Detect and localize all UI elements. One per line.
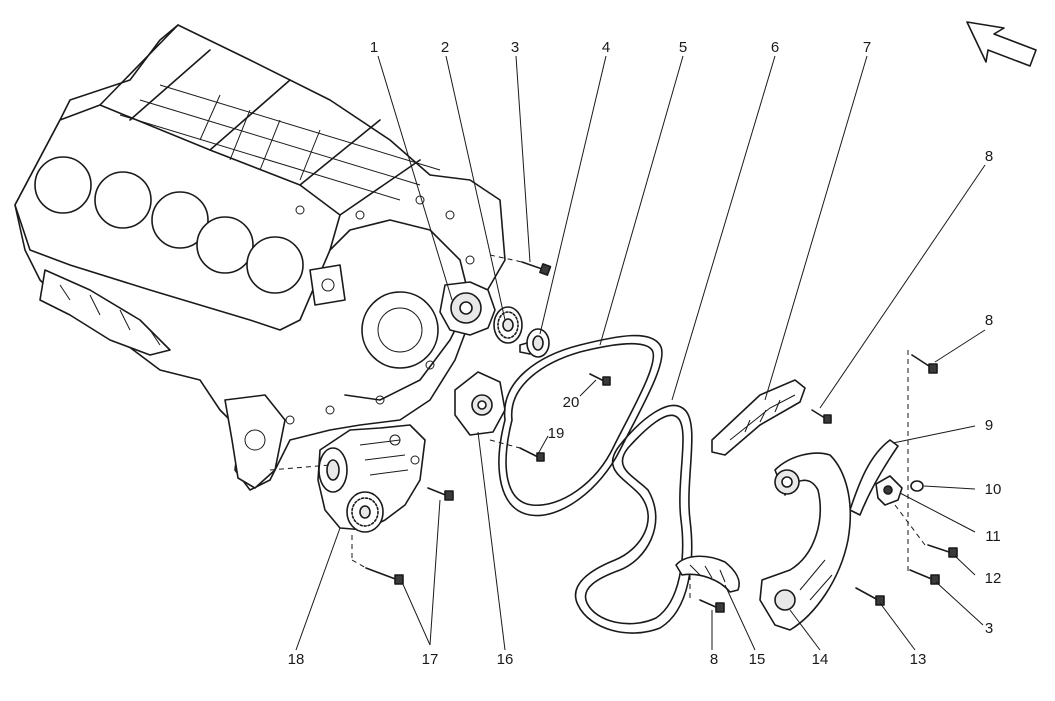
part-17-bolt-lower (365, 567, 404, 585)
part-12-bolt (927, 544, 958, 558)
leader-lines (295, 55, 986, 651)
part-4-bush (519, 328, 550, 358)
part-3-bolt-top (521, 261, 552, 276)
part-17-bolt-upper (427, 487, 454, 501)
callout-12: 12 (985, 570, 1002, 587)
callout-labels: 1 2 3 4 5 6 7 8 8 9 10 11 12 3 13 14 15 … (288, 39, 1002, 668)
callout-3-top: 3 (511, 39, 519, 56)
callout-15: 15 (749, 651, 766, 668)
part-18-oil-pump (317, 424, 426, 533)
part-7-guide (711, 379, 806, 456)
callout-5: 5 (679, 39, 687, 56)
part-19-bolt (519, 447, 545, 462)
part-3-bolt-right (909, 569, 940, 585)
part-13-bolt (855, 587, 885, 606)
part-5-chain (498, 334, 663, 517)
callout-14: 14 (812, 651, 829, 668)
part-14-tensioner-arm (759, 452, 852, 631)
part-15-guide (675, 555, 740, 593)
part-8-bolt-lower (699, 599, 725, 613)
part-11-tensioner (875, 475, 903, 506)
callout-3-right: 3 (985, 620, 993, 637)
direction-arrow-icon (966, 21, 1037, 67)
callout-16: 16 (497, 651, 514, 668)
callout-7: 7 (863, 39, 871, 56)
callout-8-lower: 8 (710, 651, 718, 668)
part-8-bolt-right (911, 354, 938, 374)
callout-20: 20 (563, 394, 580, 411)
part-2-sprocket (493, 306, 523, 344)
callout-9: 9 (985, 417, 993, 434)
part-1-pump (439, 281, 496, 336)
callout-8-upper: 8 (985, 148, 993, 165)
callout-13: 13 (910, 651, 927, 668)
callout-8-right: 8 (985, 312, 993, 329)
engine-block (14, 24, 506, 491)
part-6-chain (574, 404, 693, 634)
part-16-cover (454, 371, 506, 436)
callout-11: 11 (985, 528, 1001, 545)
callout-18: 18 (288, 651, 305, 668)
part-20-bolt (589, 373, 611, 386)
assembly-lines (269, 254, 926, 600)
callout-19: 19 (548, 425, 565, 442)
callout-2: 2 (441, 39, 449, 56)
callout-1: 1 (370, 39, 378, 56)
callout-4: 4 (602, 39, 610, 56)
callout-10: 10 (985, 481, 1002, 498)
callout-6: 6 (771, 39, 779, 56)
callout-17: 17 (422, 651, 439, 668)
part-10-ring (910, 480, 924, 492)
part-8-bolt-upper (811, 409, 832, 424)
